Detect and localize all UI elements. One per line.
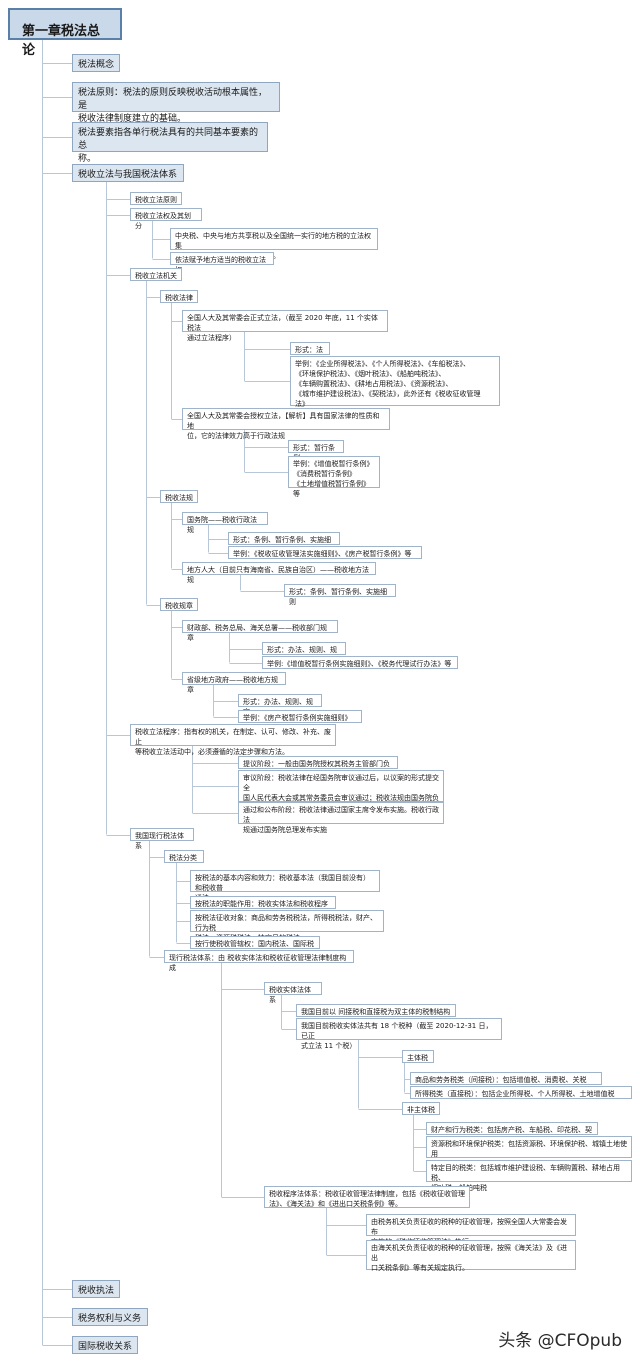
topic-legislation: 税收立法与我国税法体系 (72, 164, 184, 182)
law-npc: 全国人大及其常委会正式立法，（截至 2020 年底，11 个实体税法 通过立法程… (182, 310, 388, 342)
law-npc-examples: 举例：《企业所得税法》、《个人所得税法》、《车船税法》、 《环境保护税法》、《烟… (290, 356, 500, 408)
eighteen-taxes: 我国目前税收实体法共有 18 个税种（截至 2020-12-31 日，已正 式立… (296, 1018, 502, 1050)
regulation-state: 国务院——税收行政法规 (182, 512, 268, 534)
substantive-law: 税收实体法体系 (264, 982, 322, 1004)
topic-elements: 税法要素指各单行税法具有的共同基本要素的总 称。 (72, 122, 268, 164)
legislation-power: 税收立法权及其划分 (130, 208, 202, 230)
non-main-tax: 非主体税 (402, 1102, 440, 1115)
dual-structure: 我国目前以 间接税和直接税为双主体的税制结构 (296, 1004, 456, 1017)
special-purpose-tax: 特定目的税类：包括城市维护建设税、车辆购置税、耕地占用税、 烟叶税、船舶吨税 (426, 1160, 632, 1192)
legislation-organs: 税收立法机关 (130, 268, 182, 281)
rules-dept-examples: 举例:《增值税暂行条例实施细则》、《税务代理试行办法》等 (262, 656, 458, 669)
topic-rights: 税务权利与义务 (72, 1308, 148, 1326)
rules-prov-form: 形式：办法、规则、规定 (238, 694, 322, 716)
law-auth-form: 形式：暂行条例 (288, 440, 344, 462)
topic-international: 国际税收关系 (72, 1336, 138, 1354)
law-auth-examples: 举例：《增值税暂行条例》 《消费税暂行条例》 《土地增值税暂行条例》等 (288, 456, 380, 498)
stage-review: 审议阶段：税收法律在经国务院审议通过后，以议案的形式提交全 国人民代表大会或其常… (238, 770, 444, 822)
watermark: 头条 @CFOpub (498, 1331, 622, 1351)
topic-concept: 税法概念 (72, 54, 120, 72)
classify-by-function: 按税法的职能作用：税收实体法和税收程序法 (190, 896, 336, 918)
rules-prov-examples: 举例：《房产税暂行条例实施细则》等 (238, 710, 362, 732)
customs-collection: 由海关机关负责征收的税种的征收管理，按照《海关法》及《进出 口关税条例》等有关规… (366, 1240, 576, 1272)
stage-publish: 通过和公布阶段：税收法律通过国家主席令发布实施。税收行政法 规通过国务院总理发布… (238, 802, 444, 834)
classify-by-content: 按税法的基本内容和效力：税收基本法（我国目前没有）和税收普 通法 (190, 870, 380, 902)
indirect-tax: 商品和劳务税类（间接税）：包括增值税、消费税、关税 (410, 1072, 602, 1085)
topic-principle: 税法原则：税法的原则反映税收活动根本属性，是 税收法律制度建立的基础。 (72, 82, 280, 124)
stage-proposal: 提议阶段：一般由国务院授权其税务主管部门负责 (238, 756, 398, 778)
direct-tax: 所得税类（直接税）：包括企业所得税、个人所得税、土地增值税 (410, 1086, 632, 1099)
legislation-principle: 税收立法原则 (130, 192, 182, 205)
regulation-state-examples: 举例：《税收征收管理法实施细则》、《房产税暂行条例》等 (228, 546, 422, 559)
power-central: 中央税、中央与地方共享税以及全国统一实行的地方税的立法权集 中在中央，以保证中央… (170, 228, 378, 260)
tax-system: 我国现行税法体系 (130, 828, 194, 850)
law-authorized: 全国人大及其常委会授权立法，【解析】具有国家法律的性质和地 位，它的法律效力高于… (182, 408, 390, 440)
power-local: 依法赋予地方适当的税收立法权 (170, 252, 274, 274)
topic-enforcement: 税收执法 (72, 1280, 120, 1298)
regulation-state-form: 形式：条例、暂行条例、实施细则 (228, 532, 340, 554)
law-npc-form: 形式：法律 (290, 342, 330, 364)
regulation-local: 地方人大（目前只有海南省、民族自治区）——税收地方法规 (182, 562, 376, 584)
main-tax: 主体税 (402, 1050, 434, 1063)
regulation-local-form: 形式：条例、暂行条例、实施细则 (284, 584, 396, 606)
rules-department: 财政部、税务总局、海关总署——税收部门规章 (182, 620, 338, 642)
procedural-law: 税收程序法体系：税收征收管理法律制度，包括《税收征收管理 法》、《海关法》和《进… (264, 1186, 470, 1208)
legislation-procedure: 税收立法程序：指有权的机关，在制定、认可、修改、补充、废止 等税收立法活动中，必… (130, 724, 336, 756)
tax-law: 税收法律 (160, 290, 198, 303)
tax-rules: 税收规章 (160, 598, 198, 611)
tax-classification: 税法分类 (164, 850, 204, 863)
current-system: 现行税法体系：由 税收实体法和税收征收管理法律制度构成 (164, 950, 354, 972)
rules-dept-form: 形式：办法、规则、规定 (262, 642, 346, 664)
tax-regulation: 税收法规 (160, 490, 198, 503)
classify-by-jurisdiction: 按行使税收管辖权：国内税法、国际税法 (190, 936, 320, 958)
resource-env-tax: 资源税和环境保护税类：包括资源税、环境保护税、城镇土地使用 税 (426, 1136, 632, 1168)
classify-by-object: 按税法征收对象：商品和劳务税税法，所得税税法，财产、行为税 税法，资源税税法，特… (190, 910, 384, 942)
property-behavior-tax: 财产和行为税类：包括房产税、车船税、印花税、契税 (426, 1122, 598, 1144)
rules-provincial: 省级地方政府——税收地方规章 (182, 672, 286, 694)
root-title: 第一章税法总论 (8, 8, 122, 58)
tax-authority-collection: 由税务机关负责征收的税种的征收管理，按照全国人大常委会发布 实施的《税收征收管理… (366, 1214, 576, 1246)
